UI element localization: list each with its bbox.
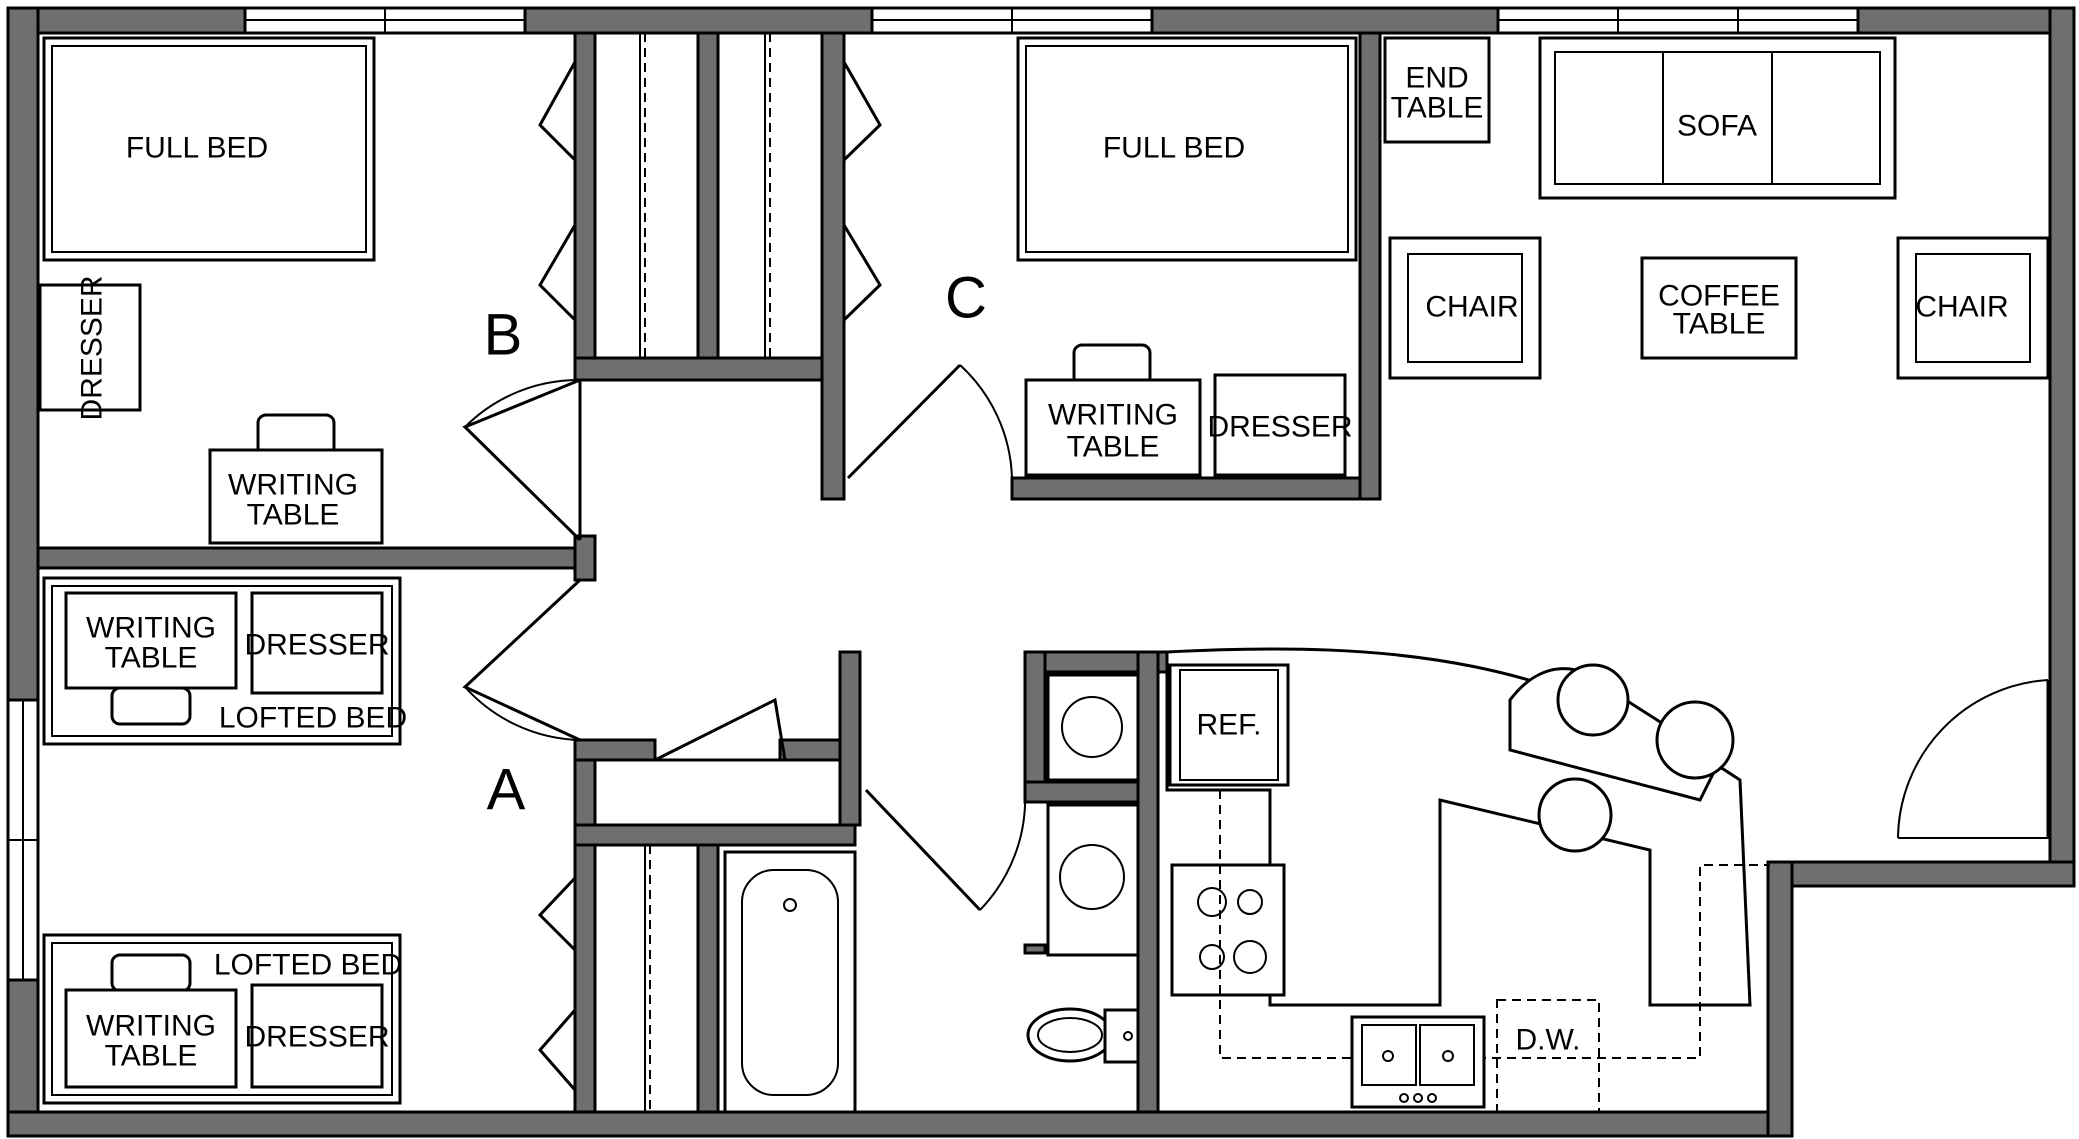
stove xyxy=(1170,863,1286,997)
dresser-c-label: DRESSER xyxy=(1207,411,1352,444)
window-room-b xyxy=(243,6,527,35)
writing-table-a1-label-2: TABLE xyxy=(105,642,198,675)
room-a-label: A xyxy=(487,758,526,823)
window-living xyxy=(1496,6,1860,35)
end-table xyxy=(1383,36,1491,144)
dresser-c xyxy=(1213,373,1347,477)
writing-table-a1-label-1: WRITING xyxy=(86,612,216,645)
bathtub xyxy=(723,850,857,1114)
full-bed-b-label: FULL BED xyxy=(126,132,268,165)
dresser-a2-label: DRESSER xyxy=(244,1021,389,1054)
end-table-label-1: END xyxy=(1405,62,1468,95)
sofa xyxy=(1538,36,1897,200)
room-c: FULL BED WRITING TABLE DRESSER C xyxy=(945,36,1358,477)
dresser-b xyxy=(38,283,142,412)
sofa-label: SOFA xyxy=(1677,110,1757,143)
full-bed-b xyxy=(42,36,376,262)
stool-2 xyxy=(1655,700,1735,780)
chair-left xyxy=(1388,236,1542,380)
sink xyxy=(1350,1015,1486,1109)
burner-1 xyxy=(1197,887,1227,917)
living-room: END TABLE SOFA CHAIR COFFEE TABLE CHAIR xyxy=(1383,36,2050,380)
room-b: FULL BED DRESSER WRITING TABLE B xyxy=(38,36,523,545)
drain-icon xyxy=(783,898,797,912)
burner-2 xyxy=(1237,889,1263,915)
room-a: WRITING TABLE DRESSER LOFTED BED WRITING… xyxy=(42,576,526,1105)
writing-table-a1 xyxy=(64,591,238,690)
refrigerator xyxy=(1168,663,1290,787)
coffee-table xyxy=(1640,256,1798,360)
lofted-bed-a2-label: LOFTED BED xyxy=(214,949,402,982)
swing-doors xyxy=(462,363,2050,912)
writing-table-c xyxy=(1024,378,1202,477)
lofted-bed-a1-label: LOFTED BED xyxy=(219,702,407,735)
full-bed-c xyxy=(1016,36,1358,262)
window-room-a xyxy=(6,698,40,982)
interior-walls xyxy=(36,31,1382,1114)
bathtub-basin xyxy=(741,869,839,1096)
writing-table-b-label-1: WRITING xyxy=(228,469,358,502)
dresser-b-label: DRESSER xyxy=(76,275,109,420)
dresser-a1 xyxy=(250,591,384,695)
kitchen: REF. D.W. xyxy=(1165,647,1770,1113)
bathroom xyxy=(723,673,1140,1114)
writing-table-a2 xyxy=(64,988,238,1089)
writing-chair-a2 xyxy=(110,953,192,993)
writing-table-c-label-1: WRITING xyxy=(1048,399,1178,432)
dishwasher-label: D.W. xyxy=(1516,1024,1581,1057)
full-bed-c-label: FULL BED xyxy=(1103,132,1245,165)
writing-table-b-label-2: TABLE xyxy=(247,499,340,532)
dresser-a1-label: DRESSER xyxy=(244,629,389,662)
writing-table-c-label-2: TABLE xyxy=(1067,431,1160,464)
bifold-doors xyxy=(537,61,882,1091)
writing-table-b xyxy=(208,448,384,545)
stool-1 xyxy=(1556,663,1630,737)
coffee-table-label-2: TABLE xyxy=(1673,308,1766,341)
chair-left-label: CHAIR xyxy=(1425,291,1518,324)
room-b-label: B xyxy=(484,303,523,368)
closets xyxy=(593,31,842,1114)
chair-right-label: CHAIR xyxy=(1915,291,2008,324)
burner-3 xyxy=(1199,944,1225,970)
writing-chair-a1 xyxy=(110,686,192,726)
stool-3 xyxy=(1537,777,1613,853)
washer xyxy=(1046,673,1140,782)
dresser-a2 xyxy=(250,983,384,1089)
window-room-c xyxy=(870,6,1154,35)
dishwasher xyxy=(1496,999,1600,1113)
end-table-label-2: TABLE xyxy=(1391,92,1484,125)
chair-right xyxy=(1896,236,2050,380)
writing-table-a2-label-1: WRITING xyxy=(86,1010,216,1043)
writing-table-a2-label-2: TABLE xyxy=(105,1040,198,1073)
toilet xyxy=(1026,1007,1140,1064)
burner-4 xyxy=(1233,940,1267,974)
room-c-label: C xyxy=(945,266,987,331)
coffee-table-label-1: COFFEE xyxy=(1658,280,1780,313)
windows xyxy=(6,6,1860,982)
refrigerator-label: REF. xyxy=(1196,709,1261,742)
